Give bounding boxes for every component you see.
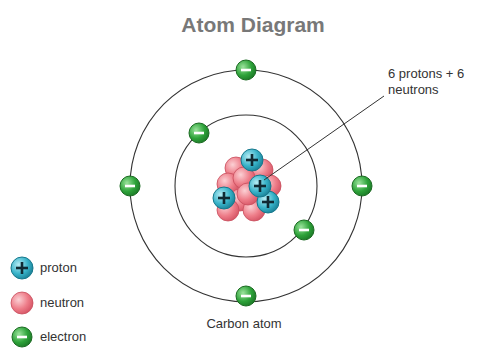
legend-label: proton [40, 260, 77, 276]
legend-label: electron [40, 329, 86, 345]
leader-line [264, 96, 384, 180]
legend-label: neutron [40, 295, 84, 311]
callout-label: 6 protons + 6 neutrons [388, 66, 478, 99]
electrons [120, 60, 372, 306]
outer-orbit [130, 70, 362, 302]
nucleus [213, 149, 281, 221]
inner-orbit [175, 115, 317, 257]
legend-icons [11, 257, 33, 347]
diagram-title: Atom Diagram [3, 12, 500, 38]
atom-caption: Carbon atom [206, 316, 281, 332]
